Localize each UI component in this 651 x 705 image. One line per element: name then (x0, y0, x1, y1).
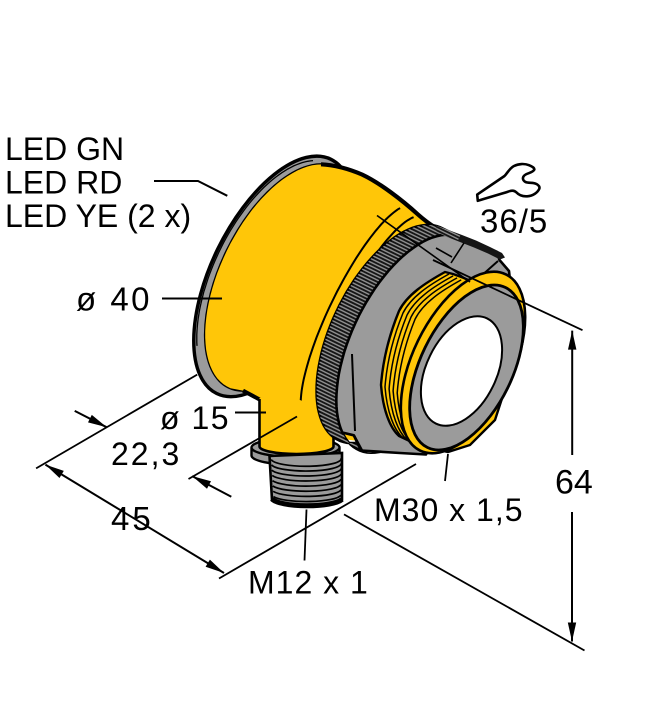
svg-text:ø 40: ø 40 (76, 281, 152, 318)
svg-text:36/5: 36/5 (480, 203, 548, 240)
svg-text:LED RD: LED RD (5, 165, 122, 201)
svg-text:LED GN: LED GN (5, 131, 124, 167)
svg-text:ø 15: ø 15 (160, 400, 230, 436)
svg-text:64: 64 (555, 464, 593, 502)
svg-text:45: 45 (111, 500, 154, 537)
svg-text:LED YE (2 x): LED YE (2 x) (5, 198, 191, 234)
svg-text:M30 x 1,5: M30 x 1,5 (374, 492, 524, 528)
svg-text:M12 x 1: M12 x 1 (248, 565, 369, 601)
svg-text:22,3: 22,3 (111, 436, 181, 472)
